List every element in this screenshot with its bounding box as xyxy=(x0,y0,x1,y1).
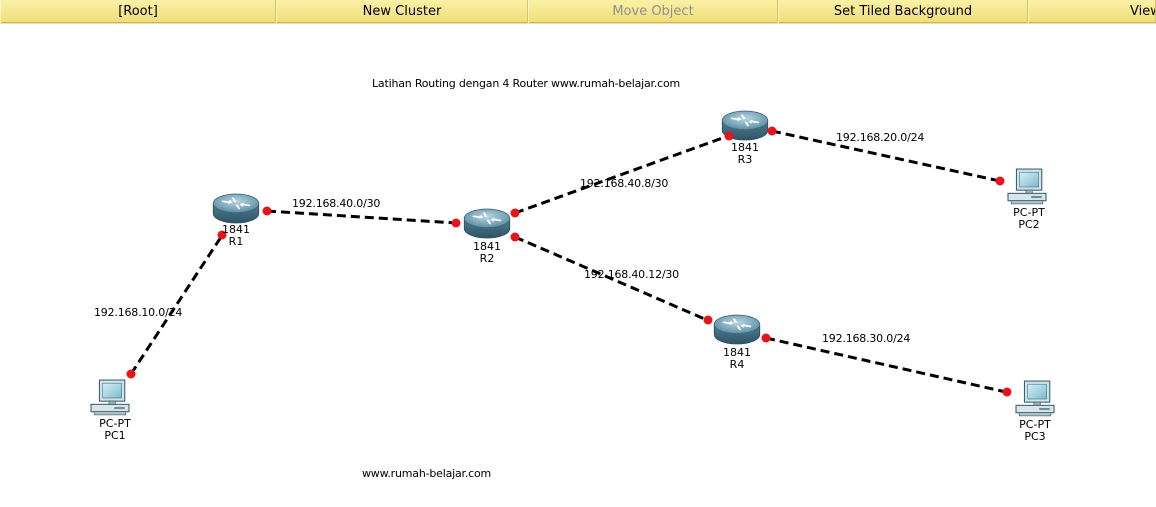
device-label-r4: 1841 R4 xyxy=(707,347,767,371)
device-label-r2: 1841 R2 xyxy=(457,241,517,265)
router-icon[interactable] xyxy=(713,314,761,345)
router-icon[interactable] xyxy=(212,193,260,224)
port-status-dot xyxy=(1002,387,1012,397)
set-tiled-background-button[interactable]: Set Tiled Background xyxy=(778,0,1028,23)
device-name: R1 xyxy=(228,235,244,248)
device-model: 1841 xyxy=(473,240,501,253)
device-label-pc2: PC-PT PC2 xyxy=(999,207,1059,231)
device-label-r1: 1841 R1 xyxy=(206,224,266,248)
move-object-button[interactable]: Move Object xyxy=(528,0,778,23)
device-model: PC-PT xyxy=(1019,418,1051,431)
device-model: PC-PT xyxy=(1013,206,1045,219)
port-status-dot xyxy=(761,333,771,343)
device-label-pc3: PC-PT PC3 xyxy=(1005,419,1065,443)
link-r4-pc3[interactable] xyxy=(765,336,1007,394)
toolbar-divider xyxy=(0,23,1156,24)
port-status-dot xyxy=(451,218,461,228)
pc-icon[interactable] xyxy=(1015,380,1055,417)
port-status-dot xyxy=(126,369,136,379)
port-status-dot xyxy=(767,126,777,136)
port-status-dot xyxy=(703,315,713,325)
link-label-r2-r3: 192.168.40.8/30 xyxy=(580,177,669,190)
link-label-r3-pc2: 192.168.20.0/24 xyxy=(836,131,925,144)
new-cluster-button[interactable]: New Cluster xyxy=(276,0,528,23)
link-r2-r4[interactable] xyxy=(514,235,708,322)
link-pc1-r1[interactable] xyxy=(129,233,225,375)
device-name: PC1 xyxy=(104,429,126,442)
port-status-dot xyxy=(510,232,520,242)
link-label-r2-r4: 192.168.40.12/30 xyxy=(584,268,679,281)
link-label-r4-pc3: 192.168.30.0/24 xyxy=(822,332,911,345)
device-name: R3 xyxy=(737,153,753,166)
router-icon[interactable] xyxy=(463,208,511,239)
device-label-r3: 1841 R3 xyxy=(715,142,775,166)
link-r1-r2[interactable] xyxy=(266,209,457,225)
device-label-pc1: PC-PT PC1 xyxy=(85,418,145,442)
link-label-pc1-r1: 192.168.10.0/24 xyxy=(94,306,183,319)
workspace-title-note: Latihan Routing dengan 4 Router www.ruma… xyxy=(372,77,681,90)
port-status-group xyxy=(126,126,1012,397)
root-button[interactable]: [Root] xyxy=(0,0,276,23)
device-model: 1841 xyxy=(731,141,759,154)
device-model: 1841 xyxy=(222,223,250,236)
device-model: 1841 xyxy=(723,346,751,359)
link-r2-r3[interactable] xyxy=(514,134,729,215)
pc-icon[interactable] xyxy=(90,379,130,416)
port-status-dot xyxy=(262,206,272,216)
link-label-r1-r2: 192.168.40.0/30 xyxy=(292,197,381,210)
port-status-dot xyxy=(510,208,520,218)
device-model: PC-PT xyxy=(99,417,131,430)
device-name: R2 xyxy=(479,252,495,265)
port-status-dot xyxy=(217,230,227,240)
device-name: PC3 xyxy=(1024,430,1046,443)
link-r3-pc2[interactable] xyxy=(771,129,1001,183)
port-status-dot xyxy=(995,176,1005,186)
device-name: R4 xyxy=(729,358,745,371)
pc-icon[interactable] xyxy=(1007,168,1047,205)
link-group xyxy=(129,129,1007,394)
workspace-footer-note: www.rumah-belajar.com xyxy=(362,467,492,480)
port-status-dot xyxy=(724,131,734,141)
logical-workspace-toolbar: [Root] New Cluster Move Object Set Tiled… xyxy=(0,0,1156,23)
device-name: PC2 xyxy=(1018,218,1040,231)
